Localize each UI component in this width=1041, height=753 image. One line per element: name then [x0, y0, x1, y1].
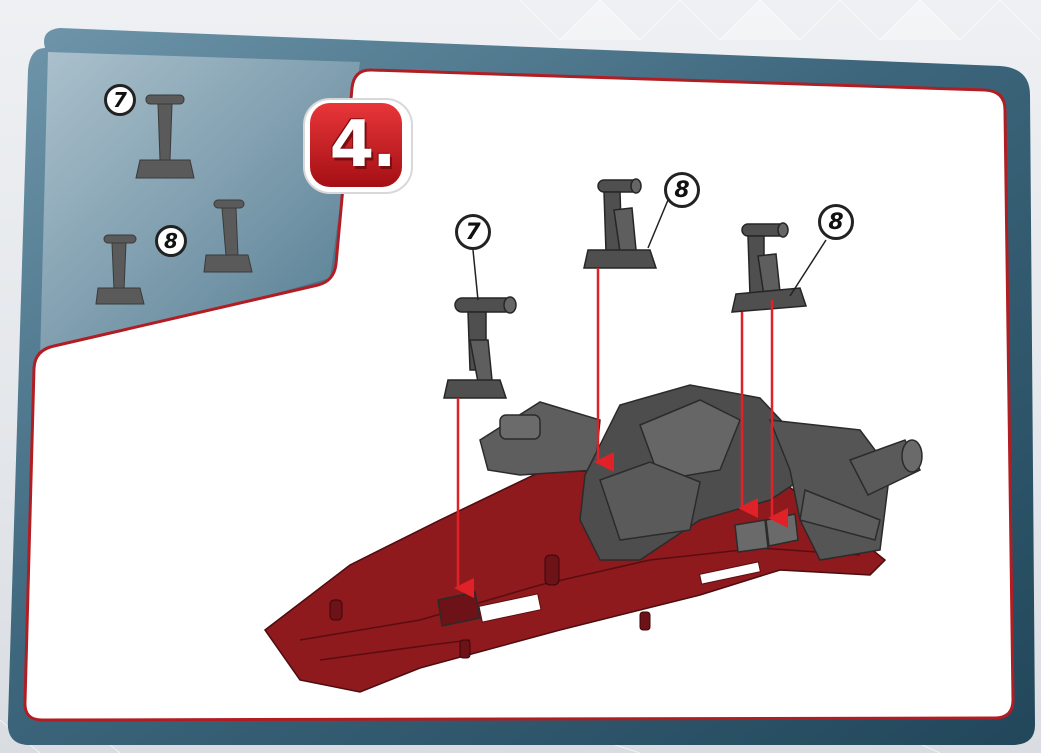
callout-part-8-middle-label: 8	[674, 178, 689, 203]
part-7	[444, 297, 516, 398]
callout-part-8-right-label: 8	[828, 210, 843, 235]
part-8-right	[732, 223, 806, 312]
chassis-base	[265, 470, 885, 692]
part-8-middle	[584, 179, 656, 268]
callout-part-8-middle: 8	[664, 172, 700, 208]
callout-part-7: 7	[455, 214, 491, 250]
callout-part-7-label: 7	[465, 220, 480, 245]
callout-part-8-right: 8	[818, 204, 854, 240]
